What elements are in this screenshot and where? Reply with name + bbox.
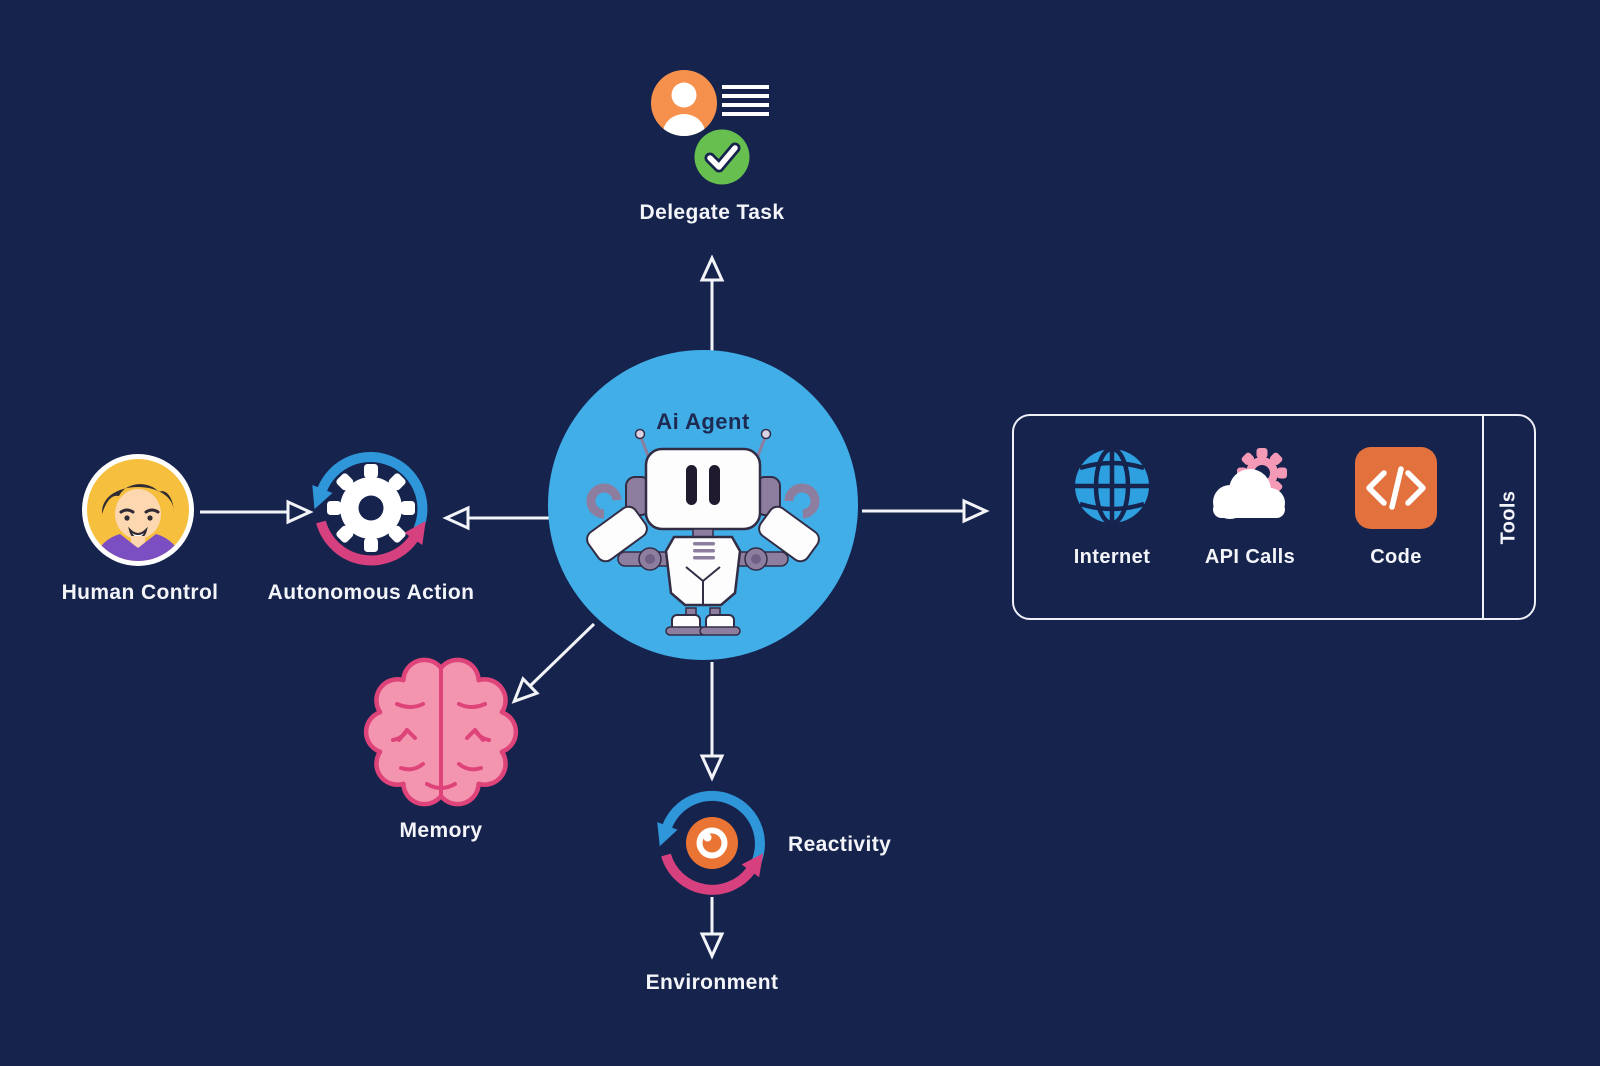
tools-panel: Internet: [1012, 414, 1536, 620]
reactivity-label: Reactivity: [788, 833, 892, 856]
task-lines-icon: [722, 85, 769, 116]
environment-label: Environment: [645, 971, 779, 994]
tools-panel-side: Tools: [1482, 416, 1534, 618]
eye-icon: [686, 817, 738, 869]
arrow-agent-to-memory: [511, 622, 596, 704]
tool-code: Code: [1336, 440, 1456, 569]
tool-internet-label: Internet: [1073, 546, 1151, 568]
tool-api-calls: API Calls: [1190, 440, 1310, 569]
cloud-gear-icon: [1213, 448, 1287, 519]
gear-icon: [327, 464, 415, 552]
tools-panel-label: Tools: [1497, 490, 1520, 544]
eye-cycle-icon: [657, 790, 765, 895]
code-icon: [1355, 447, 1437, 529]
autonomous-action-label: Autonomous Action: [267, 581, 475, 604]
globe-icon: [1075, 446, 1149, 526]
delegate-task-icons: [651, 70, 769, 185]
check-icon: [694, 129, 750, 185]
user-avatar-icon: [651, 70, 717, 136]
memory-label: Memory: [399, 819, 483, 842]
tool-api-calls-label: API Calls: [1204, 546, 1296, 568]
agent-label: Ai Agent: [656, 409, 750, 434]
human-avatar-icon: [82, 454, 194, 566]
gear-cycle-icon: [312, 452, 428, 566]
tool-internet: Internet: [1052, 440, 1172, 569]
human-control-label: Human Control: [61, 581, 219, 604]
brain-icon: [363, 657, 519, 807]
cloud-icon: [1213, 469, 1285, 519]
robot-icon: [586, 428, 820, 636]
delegate-task-label: Delegate Task: [639, 201, 785, 224]
tool-code-label: Code: [1370, 546, 1422, 568]
